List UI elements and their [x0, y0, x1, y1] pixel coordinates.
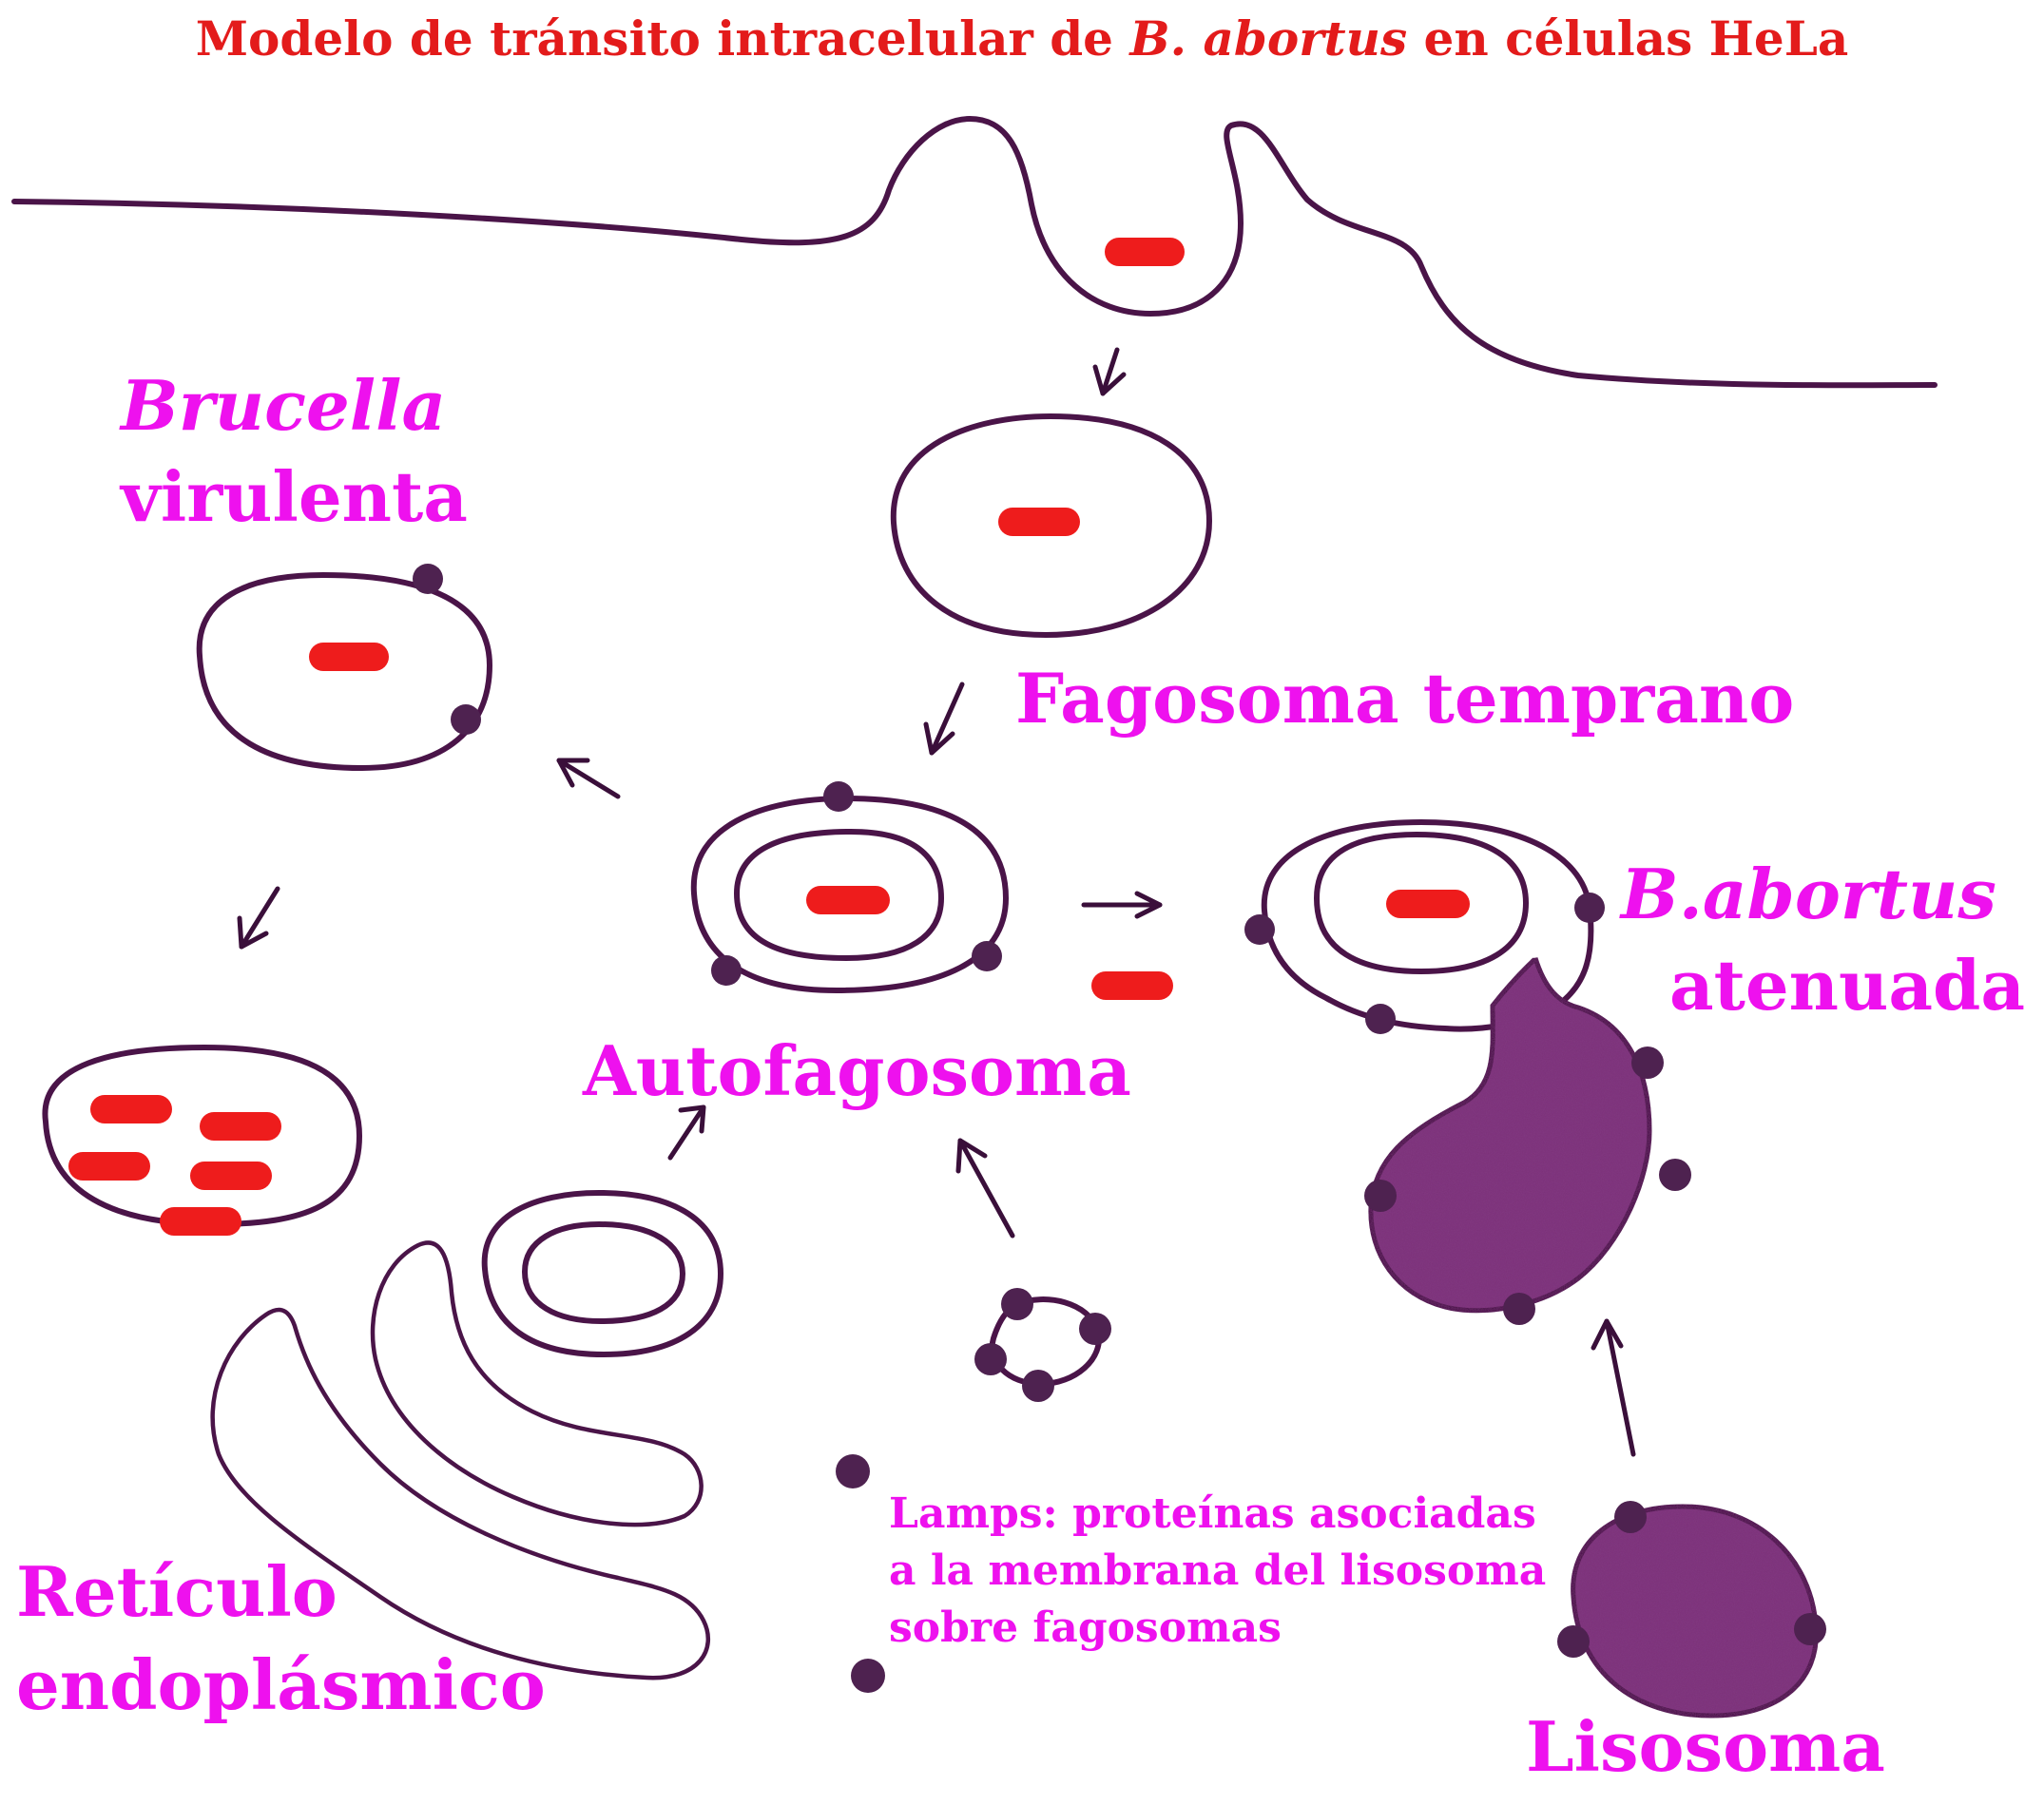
- bacterium: [160, 1207, 241, 1236]
- bacterium: [1386, 890, 1470, 918]
- lamp-dot-icon: [851, 1659, 885, 1693]
- lamp-dot-icon: [1364, 1180, 1397, 1212]
- lamp-dot-icon: [1001, 1288, 1033, 1320]
- lamp-vesicle: [974, 1288, 1111, 1402]
- lamp-dot-icon: [1503, 1293, 1535, 1325]
- plasma-membrane: [11, 116, 1938, 389]
- label-lamps-line3: sobre fagosomas: [889, 1603, 1282, 1652]
- arrow-icon: [923, 682, 965, 756]
- diagram-title: Modelo de tránsito intracelular de B. ab…: [196, 10, 1849, 67]
- bacterium: [309, 643, 389, 671]
- bacterium: [190, 1162, 272, 1190]
- attenuated-vacuole: [1244, 819, 1605, 1034]
- lamp-dot-icon: [1557, 1625, 1590, 1658]
- label-brucella-virulenta: Brucella virulenta: [119, 365, 470, 537]
- lamp-dot-icon: [1365, 1004, 1396, 1034]
- early-phagosome: [890, 413, 1212, 638]
- arrow-icon: [667, 1104, 706, 1161]
- bacterium-entering: [1105, 238, 1185, 266]
- bacterium: [998, 508, 1080, 536]
- lamp-dot-icon: [1022, 1370, 1054, 1402]
- arrow-icon: [1081, 891, 1163, 919]
- title-part2: en células HeLa: [1407, 10, 1848, 67]
- label-fagosoma-temprano: Fagosoma temprano: [1015, 658, 1794, 739]
- bacterium: [68, 1152, 150, 1181]
- label-reticulo-line2: endoplásmico: [16, 1644, 546, 1725]
- bacterium: [806, 886, 890, 914]
- label-babortus-line2: atenuada: [1669, 945, 2025, 1026]
- replicative-vacuole: [42, 1045, 362, 1236]
- label-reticulo-endoplasmico: Retículo endoplásmico: [16, 1551, 546, 1725]
- title-italic: B. abortus: [1128, 10, 1407, 67]
- escaping-bacterium: [1091, 971, 1173, 1000]
- virulent-brucella-vacuole: [196, 564, 492, 771]
- label-lisosoma: Lisosoma: [1526, 1706, 1885, 1787]
- label-babortus-atenuada: B.abortus atenuada: [1619, 854, 2025, 1026]
- lamp-dot-icon: [1079, 1313, 1111, 1345]
- lamp-dot-icon: [1574, 893, 1605, 923]
- arrow-icon: [237, 886, 280, 950]
- lamp-dot-icon: [1659, 1159, 1691, 1191]
- autophagosome: [690, 781, 1009, 993]
- lamp-dot-icon: [1614, 1501, 1647, 1533]
- lamp-dot-icon: [1244, 914, 1275, 945]
- lamp-dot-icon: [974, 1343, 1007, 1375]
- lamp-dot-icon: [972, 941, 1002, 971]
- bacterium: [90, 1095, 172, 1123]
- lamp-dot-icon: [711, 955, 742, 986]
- bacterium: [200, 1112, 281, 1141]
- arrow-icon: [1092, 347, 1127, 396]
- arrow-icon: [955, 1138, 1015, 1239]
- arrow-icon: [1591, 1318, 1636, 1457]
- lysosome: [1557, 1501, 1826, 1719]
- label-lamps-line2: a la membrana del lisosoma: [889, 1546, 1546, 1595]
- title-part1: Modelo de tránsito intracelular de: [196, 10, 1130, 67]
- lamp-dot-icon: [1794, 1613, 1826, 1645]
- lamp-dot-icon: [451, 704, 481, 735]
- fusing-lysosome: [1364, 956, 1691, 1325]
- lamp-dot-icon: [1631, 1047, 1664, 1079]
- lamp-dot-icon: [836, 1454, 870, 1488]
- label-reticulo-line1: Retículo: [16, 1551, 337, 1632]
- lamp-dot-icon: [413, 564, 443, 594]
- label-brucella-line2: virulenta: [119, 456, 468, 537]
- lamp-dot-icon: [823, 781, 854, 812]
- label-lamps-line1: Lamps: proteínas asociadas: [889, 1489, 1536, 1538]
- label-brucella-line1: Brucella: [119, 365, 446, 446]
- endoplasmic-reticulum: [210, 1240, 710, 1680]
- nascent-autophagosome: [481, 1190, 723, 1357]
- arrow-icon: [556, 758, 621, 799]
- label-lamps: Lamps: proteínas asociadas a la membrana…: [889, 1489, 1561, 1652]
- label-babortus-line1: B.abortus: [1619, 854, 1996, 934]
- label-autofagosoma: Autofagosoma: [582, 1030, 1131, 1111]
